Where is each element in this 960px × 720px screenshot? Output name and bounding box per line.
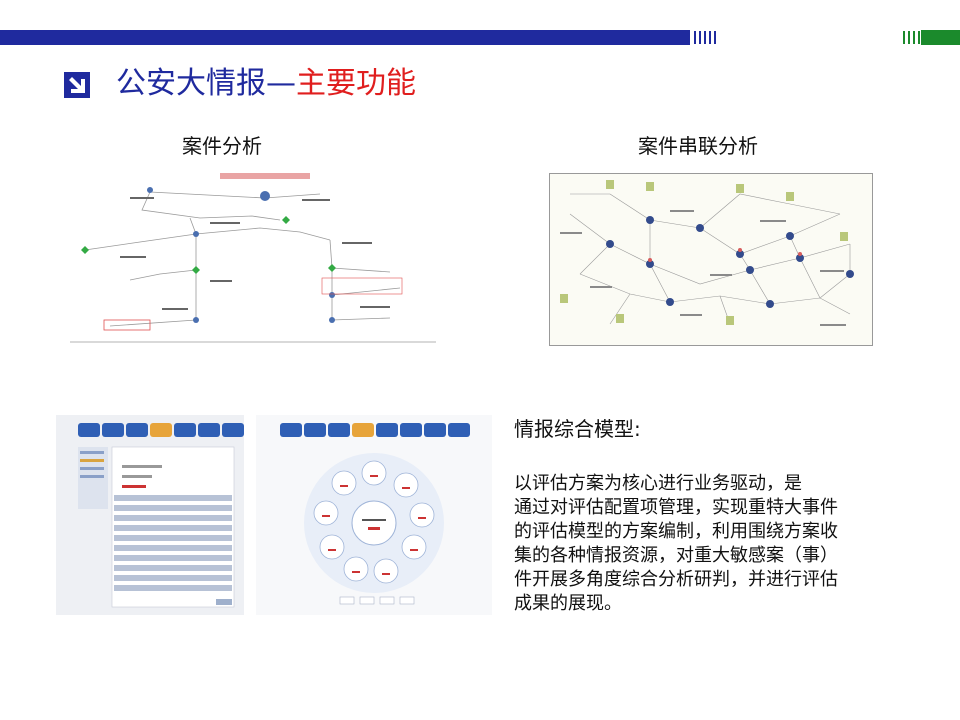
section-heading: 情报综合模型: bbox=[514, 417, 641, 441]
page-title-main: 公安大情报— bbox=[116, 66, 296, 101]
case-link-network-image bbox=[549, 173, 873, 346]
section-body: 以评估方案为核心进行业务驱动，是 通过对评估配置项管理，实现重特大事件 的评估模… bbox=[514, 473, 838, 614]
model-diagram-screenshot bbox=[256, 415, 492, 615]
page-title: 公安大情报—主要功能 bbox=[116, 64, 416, 104]
page-title-accent: 主要功能 bbox=[296, 66, 416, 101]
caption-case-analysis: 案件分析 bbox=[182, 134, 262, 158]
header-bar-green bbox=[921, 30, 960, 45]
header-bar-blue bbox=[0, 30, 690, 45]
case-analysis-graph-image bbox=[70, 170, 436, 346]
header-stripes-blue bbox=[694, 31, 716, 44]
down-right-arrow-icon bbox=[64, 72, 90, 98]
model-form-screenshot bbox=[56, 415, 244, 615]
caption-case-link-analysis: 案件串联分析 bbox=[638, 134, 758, 158]
